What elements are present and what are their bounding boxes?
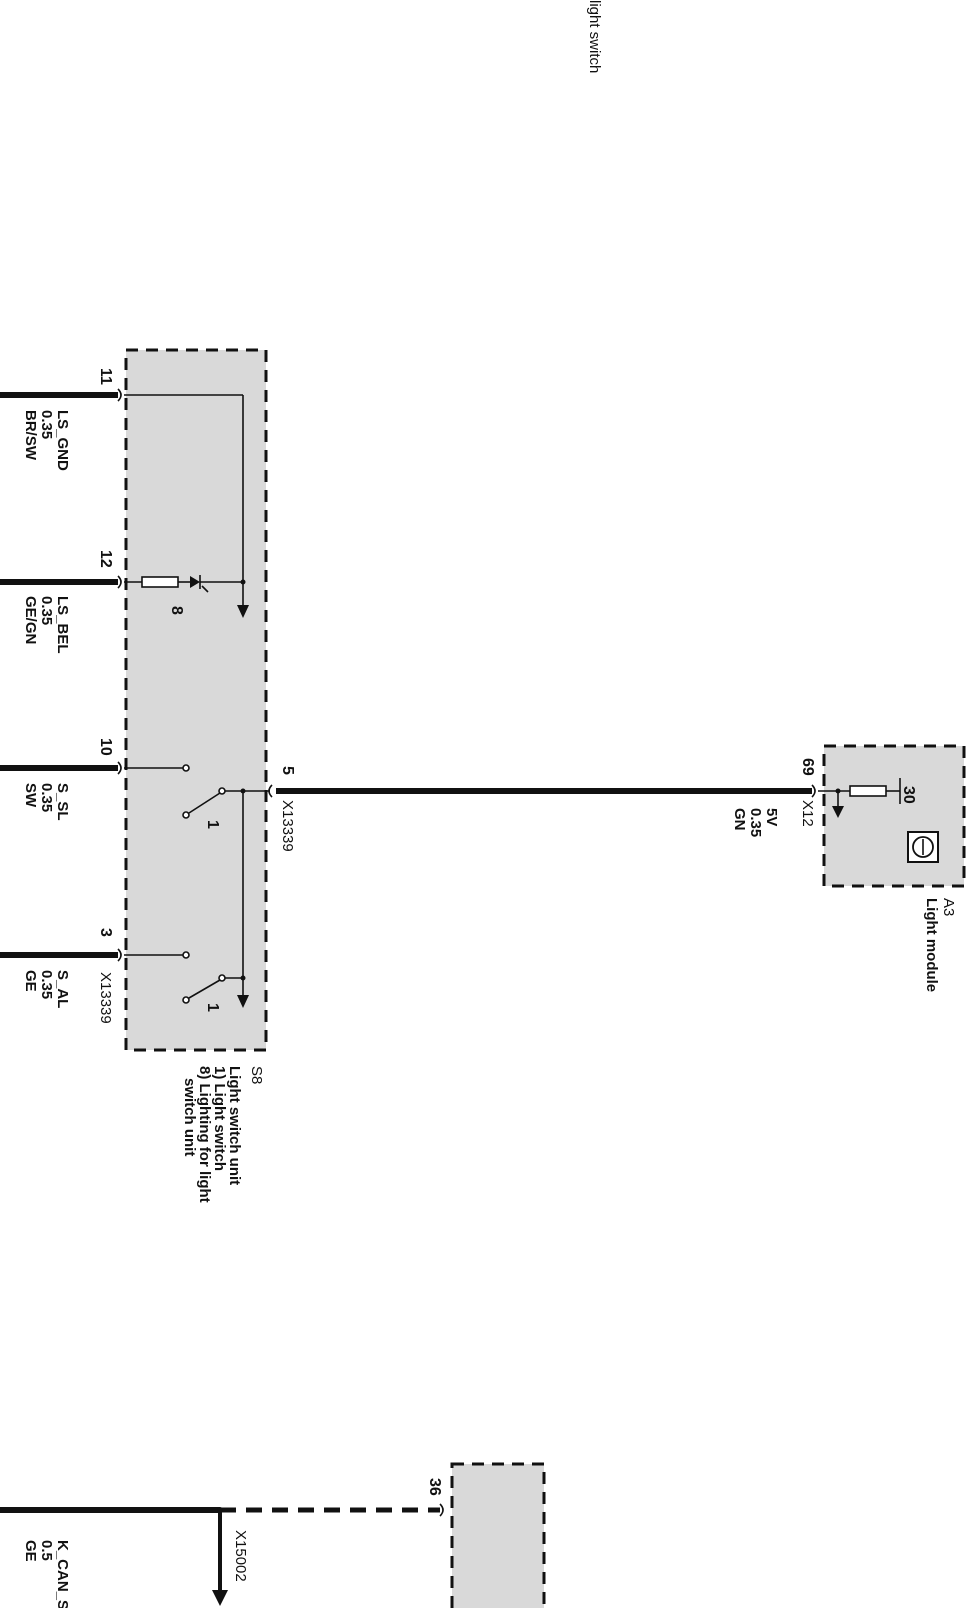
pin-number-11: 11 xyxy=(97,368,114,385)
a3-pin-number: 69 xyxy=(799,758,816,776)
pin-number-10: 10 xyxy=(97,738,114,756)
switch1-label: 1 xyxy=(204,820,221,829)
a3-id: A3 xyxy=(940,898,957,916)
wire-gauge: 0.35 xyxy=(38,783,55,812)
signal-name: K_CAN_S xyxy=(54,1540,71,1608)
signal-name: LS_GND xyxy=(54,410,71,471)
signal-name: LS_BEL xyxy=(54,596,71,654)
ground-arrow-icon xyxy=(237,605,249,618)
wire-color: SW xyxy=(22,783,39,808)
wire-label-5v: 5V 0.35 GN xyxy=(731,808,780,837)
junction-dot xyxy=(240,579,246,585)
control-unit-icon-ring xyxy=(912,836,934,858)
a3-name: Light module xyxy=(923,898,940,992)
pin-hook-10 xyxy=(117,761,122,775)
a3-component-box xyxy=(822,744,966,888)
pullup-resistor-icon xyxy=(849,785,887,797)
switch1-contact-b xyxy=(182,811,190,819)
output-connector-label: X13339 xyxy=(279,800,296,852)
pin-hook-36 xyxy=(439,1503,444,1517)
led-icon xyxy=(190,576,200,588)
wire-color: BR/SW xyxy=(22,410,39,461)
pin-hook-69 xyxy=(811,784,816,798)
signal-name: 5V xyxy=(763,808,780,826)
led-ray-icon xyxy=(201,585,209,593)
lamp-label: 8 xyxy=(168,606,185,615)
wire-gauge: 0.5 xyxy=(38,1540,55,1561)
wire-gauge: 0.35 xyxy=(38,410,55,439)
resistor-icon xyxy=(141,576,179,588)
output-pin-number: 5 xyxy=(279,766,296,775)
signal-name: S_SL xyxy=(54,783,71,821)
s8-desc-line-1: Light switch unit xyxy=(226,1066,243,1185)
pin-hook-11 xyxy=(117,388,122,402)
switch2-label: 1 xyxy=(204,1003,221,1012)
bottom-pin-number: 36 xyxy=(426,1478,443,1496)
wire-gauge: 0.35 xyxy=(38,970,55,999)
s8-description: S8 Light switch unit 1) Light switch 8) … xyxy=(181,1066,265,1203)
continuation-arrow-icon xyxy=(212,1590,228,1606)
pin-hook-5 xyxy=(268,784,273,798)
switch2-contact-b xyxy=(182,996,190,1004)
wire-label-k-can-s: K_CAN_S 0.5 GE xyxy=(22,1540,71,1608)
pin-hook-3 xyxy=(117,948,122,962)
signal-name: S_AL xyxy=(54,970,71,1008)
wire-label-ls-gnd: LS_GND 0.35 BR/SW xyxy=(22,410,71,471)
wire-label-s-sl: S_SL 0.35 SW xyxy=(22,783,71,821)
wire-color: GE xyxy=(22,1540,39,1562)
wire-gauge: 0.35 xyxy=(747,808,764,837)
pin-number-12: 12 xyxy=(97,550,114,568)
s8-component-box xyxy=(124,348,268,1052)
switch1-contact-a xyxy=(182,764,190,772)
wire-color: GN xyxy=(731,808,748,831)
bottom-component-box xyxy=(450,1462,546,1608)
wire-label-s-al: S_AL 0.35 GE xyxy=(22,970,71,1008)
a3-internal-label: 30 xyxy=(900,786,917,804)
s8-desc-line-4: switch unit xyxy=(181,1078,198,1156)
wire-color: GE/GN xyxy=(22,596,39,644)
s8-desc-line-2: 1) Light switch xyxy=(211,1066,228,1171)
wire-gauge: 0.35 xyxy=(38,596,55,625)
wire-color: GE xyxy=(22,970,39,992)
a3-connector-label: X12 xyxy=(799,800,816,827)
diagram-title: light switch xyxy=(586,0,603,73)
a3-description: A3 Light module xyxy=(923,898,957,992)
pin-hook-12 xyxy=(117,575,122,589)
switch1-lever-icon xyxy=(188,792,221,814)
wire-label-ls-bel: LS_BEL 0.35 GE/GN xyxy=(22,596,71,654)
switch2-contact-a xyxy=(182,951,190,959)
ground-arrow-icon xyxy=(237,995,249,1008)
s8-id: S8 xyxy=(248,1066,265,1084)
s8-desc-line-3: 8) Lighting for light xyxy=(196,1066,213,1203)
pin-number-3: 3 xyxy=(97,928,114,937)
switch2-lever-icon xyxy=(188,979,221,999)
s8-connector-label: X13339 xyxy=(97,972,114,1024)
ground-arrow-icon xyxy=(832,806,844,818)
bottom-connector-label: X15002 xyxy=(232,1530,249,1582)
